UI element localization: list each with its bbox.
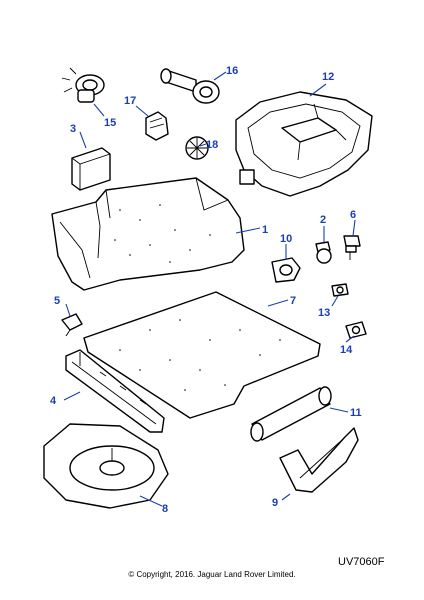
svg-text:12: 12 <box>322 71 334 83</box>
svg-text:4: 4 <box>50 395 57 407</box>
diagram-code: UV7060F <box>338 556 385 568</box>
part-11-tube[interactable] <box>250 386 332 442</box>
svg-text:1: 1 <box>262 224 268 236</box>
callout-17[interactable]: 17 <box>124 95 149 117</box>
part-9-hose[interactable] <box>279 427 359 493</box>
part-1-carpet[interactable] <box>51 177 245 291</box>
callout-12[interactable]: 12 <box>309 71 334 97</box>
part-10-clip[interactable] <box>271 257 301 283</box>
svg-text:14: 14 <box>340 344 353 356</box>
svg-text:10: 10 <box>280 233 292 245</box>
svg-text:6: 6 <box>350 209 356 221</box>
part-12-tray[interactable] <box>235 91 373 197</box>
part-14-bolt[interactable] <box>345 321 367 339</box>
callout-5[interactable]: 5 <box>54 295 71 317</box>
callout-8[interactable]: 8 <box>139 495 168 515</box>
svg-text:8: 8 <box>162 503 168 515</box>
part-3-pad[interactable] <box>71 147 111 191</box>
callout-3[interactable]: 3 <box>70 123 87 149</box>
part-18-washer[interactable] <box>185 136 209 160</box>
callout-15[interactable]: 15 <box>93 103 116 129</box>
part-2-cap[interactable] <box>315 241 332 264</box>
part-4-sill-trim[interactable] <box>65 349 165 433</box>
callout-6[interactable]: 6 <box>350 209 356 237</box>
svg-text:13: 13 <box>318 307 330 319</box>
part-17-clip[interactable] <box>145 111 169 141</box>
copyright-notice: © Copyright, 2016. Jaguar Land Rover Lim… <box>128 570 296 579</box>
part-6-screw[interactable] <box>343 235 361 260</box>
callout-4[interactable]: 4 <box>50 391 81 407</box>
svg-text:15: 15 <box>104 117 116 129</box>
callout-14[interactable]: 14 <box>340 335 355 356</box>
callout-7[interactable]: 7 <box>267 295 296 307</box>
svg-text:2: 2 <box>320 214 326 226</box>
callout-13[interactable]: 13 <box>318 295 339 319</box>
svg-text:17: 17 <box>124 95 136 107</box>
part-8-wheel-well[interactable] <box>43 423 169 509</box>
callout-11[interactable]: 11 <box>329 407 362 419</box>
callout-10[interactable]: 10 <box>280 233 292 260</box>
part-15-clip[interactable] <box>61 67 105 103</box>
part-13-bolt[interactable] <box>331 283 349 297</box>
callout-2[interactable]: 2 <box>320 214 326 242</box>
callout-18[interactable]: 18 <box>199 139 218 151</box>
part-7-floor-panel[interactable] <box>83 291 321 419</box>
svg-text:16: 16 <box>226 65 238 77</box>
callout-9[interactable]: 9 <box>272 493 291 509</box>
svg-text:11: 11 <box>350 407 362 419</box>
svg-text:7: 7 <box>290 295 296 307</box>
part-16-plug[interactable] <box>160 68 220 104</box>
callout-1[interactable]: 1 <box>235 224 268 236</box>
svg-text:5: 5 <box>54 295 60 307</box>
svg-text:18: 18 <box>206 139 218 151</box>
svg-text:9: 9 <box>272 497 278 509</box>
svg-text:3: 3 <box>70 123 76 135</box>
part-5-screw[interactable] <box>61 313 83 337</box>
callout-16[interactable]: 16 <box>213 65 238 81</box>
